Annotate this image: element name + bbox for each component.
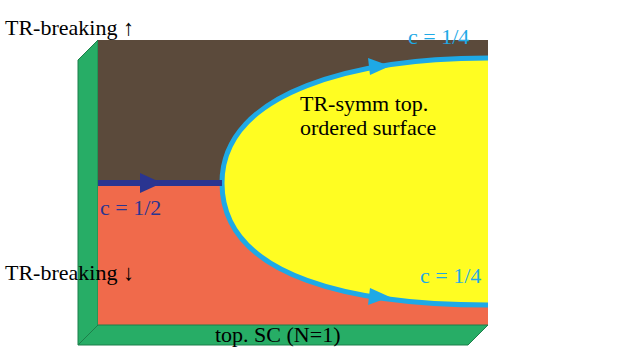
band-substrate: top. SC (N=1): [78, 325, 488, 345]
region-label: top. SC (N=1): [215, 323, 340, 347]
region-label: TR-symm top. ordered surface: [300, 92, 478, 140]
surface-fill: [222, 58, 488, 305]
chiral-edge: [222, 58, 488, 305]
edge-mode-line: [98, 180, 222, 186]
region-label: TR-breaking ↑: [5, 16, 134, 40]
chern-label: c = 1/2: [100, 196, 161, 220]
arrow-head: [140, 173, 162, 193]
arrow-head: [368, 58, 390, 75]
chern-label: c = 1/4: [420, 264, 481, 288]
green-side: [78, 40, 98, 345]
chern-label: c = 1/4: [408, 25, 469, 49]
arrow-head: [368, 288, 390, 305]
region-label: TR-breaking ↓: [5, 261, 134, 285]
